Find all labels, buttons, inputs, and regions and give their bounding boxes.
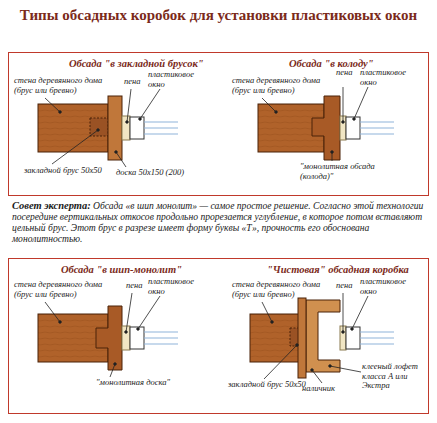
- callout-label: пластиковое окно: [148, 277, 196, 296]
- callout-label: пена: [336, 68, 358, 78]
- panel-heading: Обсада "в закладной брусок": [69, 58, 204, 70]
- callout-label: "монолитная обсада (колода)": [300, 162, 410, 181]
- callout-label: пластиковое окно: [360, 68, 410, 87]
- callout-label: пластиковое окно: [148, 70, 196, 89]
- callout-label: закладной брус 50x50: [228, 380, 306, 390]
- callout-label: закладной брус 50x50: [24, 166, 104, 176]
- callout-label: стена деревянного дома (брус или бревно): [232, 76, 332, 95]
- callout-label: стена деревянного дома (брус или бревно): [14, 76, 114, 95]
- callout-label: пластиковое окно: [360, 277, 410, 296]
- callout-label: клееный лофет класса А или Экстра: [362, 362, 426, 391]
- callout-label: пена: [336, 281, 358, 291]
- callout-label: стена деревянного дома (брус или бревно): [14, 280, 114, 299]
- callout-label: стена деревянного дома (брус или бревно): [232, 280, 332, 299]
- callout-label: "монолитная доска": [96, 378, 186, 388]
- tip-heading: Совет эксперта:: [12, 200, 91, 211]
- callout-label: доска 50x150 (200): [116, 168, 196, 178]
- callout-label: наличник: [302, 384, 352, 394]
- diagram-title: Типы обсадных коробок для установки плас…: [10, 6, 427, 24]
- expert-tip: Совет эксперта: Обсада «в шип монолит» —…: [12, 200, 425, 244]
- panel-heading: "Чистовая" обсадная коробка: [267, 264, 409, 276]
- panel-heading: Обсада "в шип-монолит": [61, 264, 182, 276]
